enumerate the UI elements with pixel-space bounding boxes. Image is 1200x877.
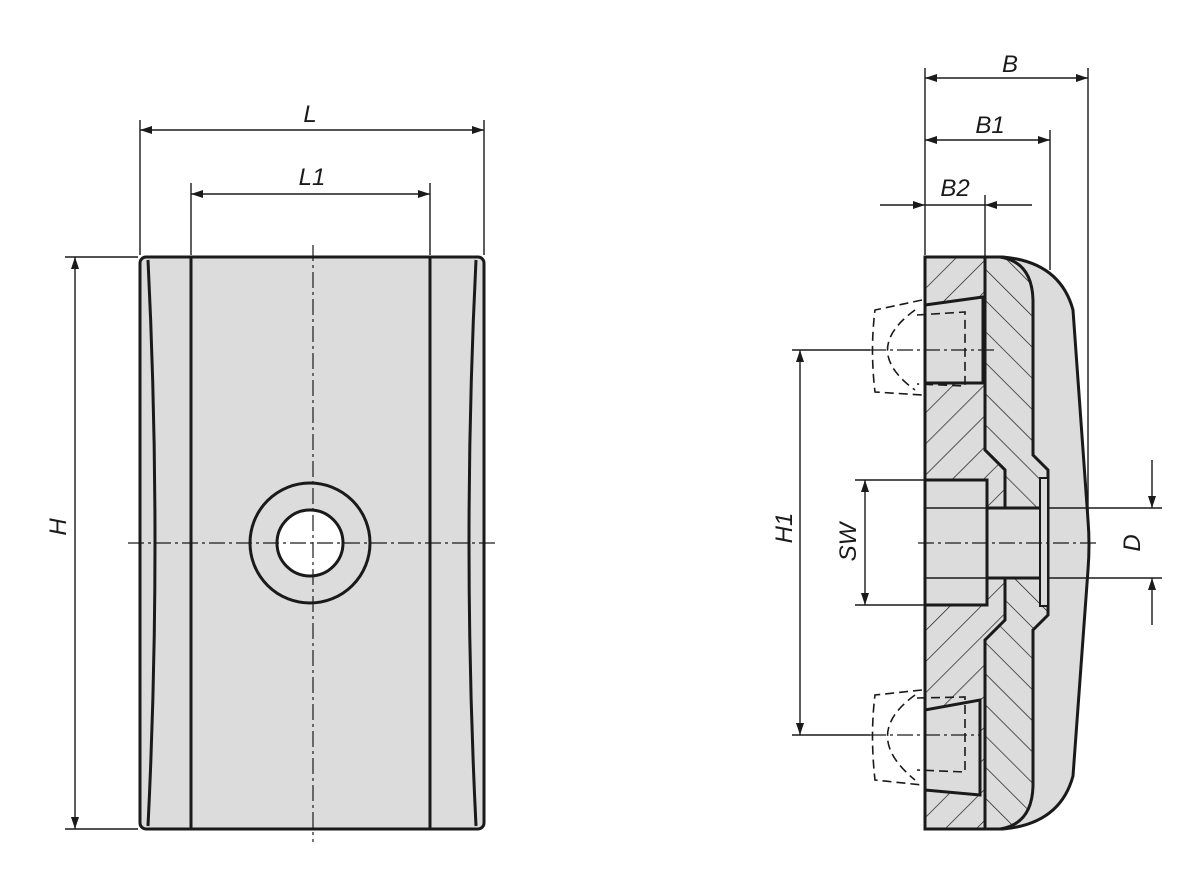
label-L: L — [303, 101, 316, 128]
right-curved-edge — [467, 259, 478, 827]
label-L1: L1 — [299, 164, 326, 191]
label-B1: B1 — [975, 112, 1004, 139]
label-H: H — [45, 518, 72, 536]
label-SW: SW — [835, 520, 862, 561]
label-B: B — [1002, 51, 1018, 78]
front-view: L L1 H — [45, 101, 495, 842]
label-D: D — [1119, 534, 1146, 551]
bore-end — [1039, 477, 1049, 607]
label-B2: B2 — [940, 175, 969, 202]
label-H1: H1 — [771, 513, 798, 544]
section-view: B B1 B2 H1 SW D — [771, 51, 1162, 831]
